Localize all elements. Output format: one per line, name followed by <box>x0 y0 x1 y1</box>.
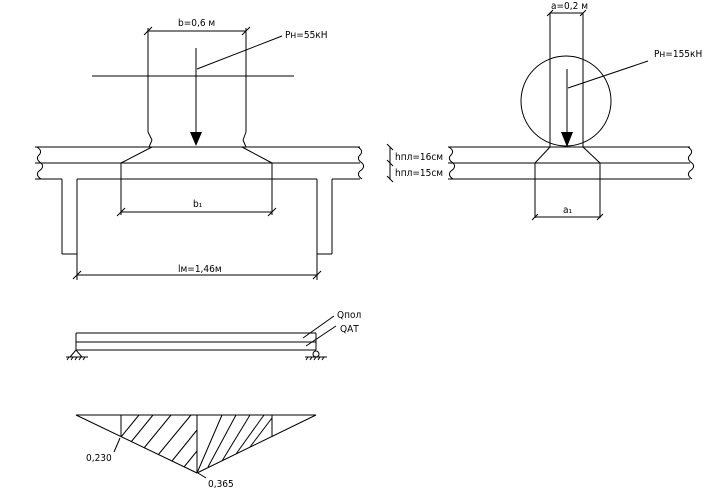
dimension-a1: a₁ <box>531 205 604 221</box>
track-stamp <box>147 28 247 148</box>
pinned-support-icon <box>66 349 88 361</box>
leader-q-at <box>305 325 337 347</box>
arrow-head-icon <box>561 132 573 147</box>
load-label-right: Pн=155кН <box>654 49 702 60</box>
distribution-line <box>120 146 153 164</box>
wheel-circle <box>520 55 612 147</box>
tick-mark <box>312 270 322 280</box>
tick-mark <box>531 213 539 221</box>
dim-b-label: b=0,6 м <box>178 18 215 29</box>
dimension-lm: lм=1,46м <box>72 264 322 280</box>
break-mark-right <box>687 146 695 180</box>
dimension-b1: b₁ <box>116 199 277 217</box>
influence-line: 0,230 0,365 <box>75 414 317 490</box>
leader-0365 <box>197 472 207 479</box>
distribution-line <box>582 146 601 164</box>
tick-mark <box>386 175 394 183</box>
dim-lm-label: lм=1,46м <box>178 264 222 275</box>
distribution-line <box>241 146 273 164</box>
stamp-break <box>148 139 153 148</box>
influence-right-side <box>196 414 317 474</box>
load-leader <box>196 35 283 70</box>
hatch-pattern <box>120 414 273 474</box>
load-q-at-label: QАТ <box>340 324 359 335</box>
dimension-b: b=0,6 м <box>143 18 251 36</box>
slab-right <box>448 146 695 218</box>
slab-thickness-top-label: hпл=16см <box>395 152 443 163</box>
leader-q-pol <box>302 315 335 339</box>
leader-0230 <box>113 437 121 453</box>
influence-left-side <box>75 414 198 474</box>
dim-b1-label: b₁ <box>193 199 203 210</box>
tick-mark <box>386 159 394 167</box>
tick-mark <box>116 207 126 217</box>
dim-a1-label: a₁ <box>563 205 573 216</box>
distribution-line <box>534 146 551 164</box>
slab-thickness-bottom-label: hпл=15см <box>395 168 443 179</box>
roller-support-icon <box>305 350 327 361</box>
stamp-break <box>147 131 153 141</box>
break-mark-right <box>357 146 365 180</box>
ordinate-value-left: 0,230 <box>86 453 112 464</box>
stamp-break <box>242 131 247 141</box>
tick-mark <box>386 143 394 151</box>
load-label-left: Pн=55кН <box>285 30 328 41</box>
load-arrow-right <box>561 69 573 147</box>
beam-scheme: Qпол QАТ <box>66 310 361 361</box>
break-mark-left <box>36 146 44 180</box>
ordinate-value-center: 0,365 <box>208 479 234 490</box>
tick-mark <box>72 270 82 280</box>
dimension-slab-thickness: hпл=16см hпл=15см <box>386 143 443 183</box>
load-arrow-left <box>190 48 202 146</box>
slab-left <box>35 146 365 215</box>
ribs <box>61 179 333 280</box>
tick-mark <box>596 213 604 221</box>
tick-mark <box>267 207 277 217</box>
load-leader <box>567 60 649 89</box>
break-mark-left <box>448 146 456 180</box>
arrow-head-icon <box>190 132 202 146</box>
right-view: a=0,2 м Pн=155кН a₁ <box>448 1 702 221</box>
load-q-pol-label: Qпол <box>337 310 361 321</box>
left-view: b=0,6 м Pн=55кН <box>35 18 443 280</box>
dimension-a: a=0,2 м <box>546 1 588 17</box>
stamp-break <box>242 139 247 148</box>
dim-a-label: a=0,2 м <box>551 1 588 12</box>
